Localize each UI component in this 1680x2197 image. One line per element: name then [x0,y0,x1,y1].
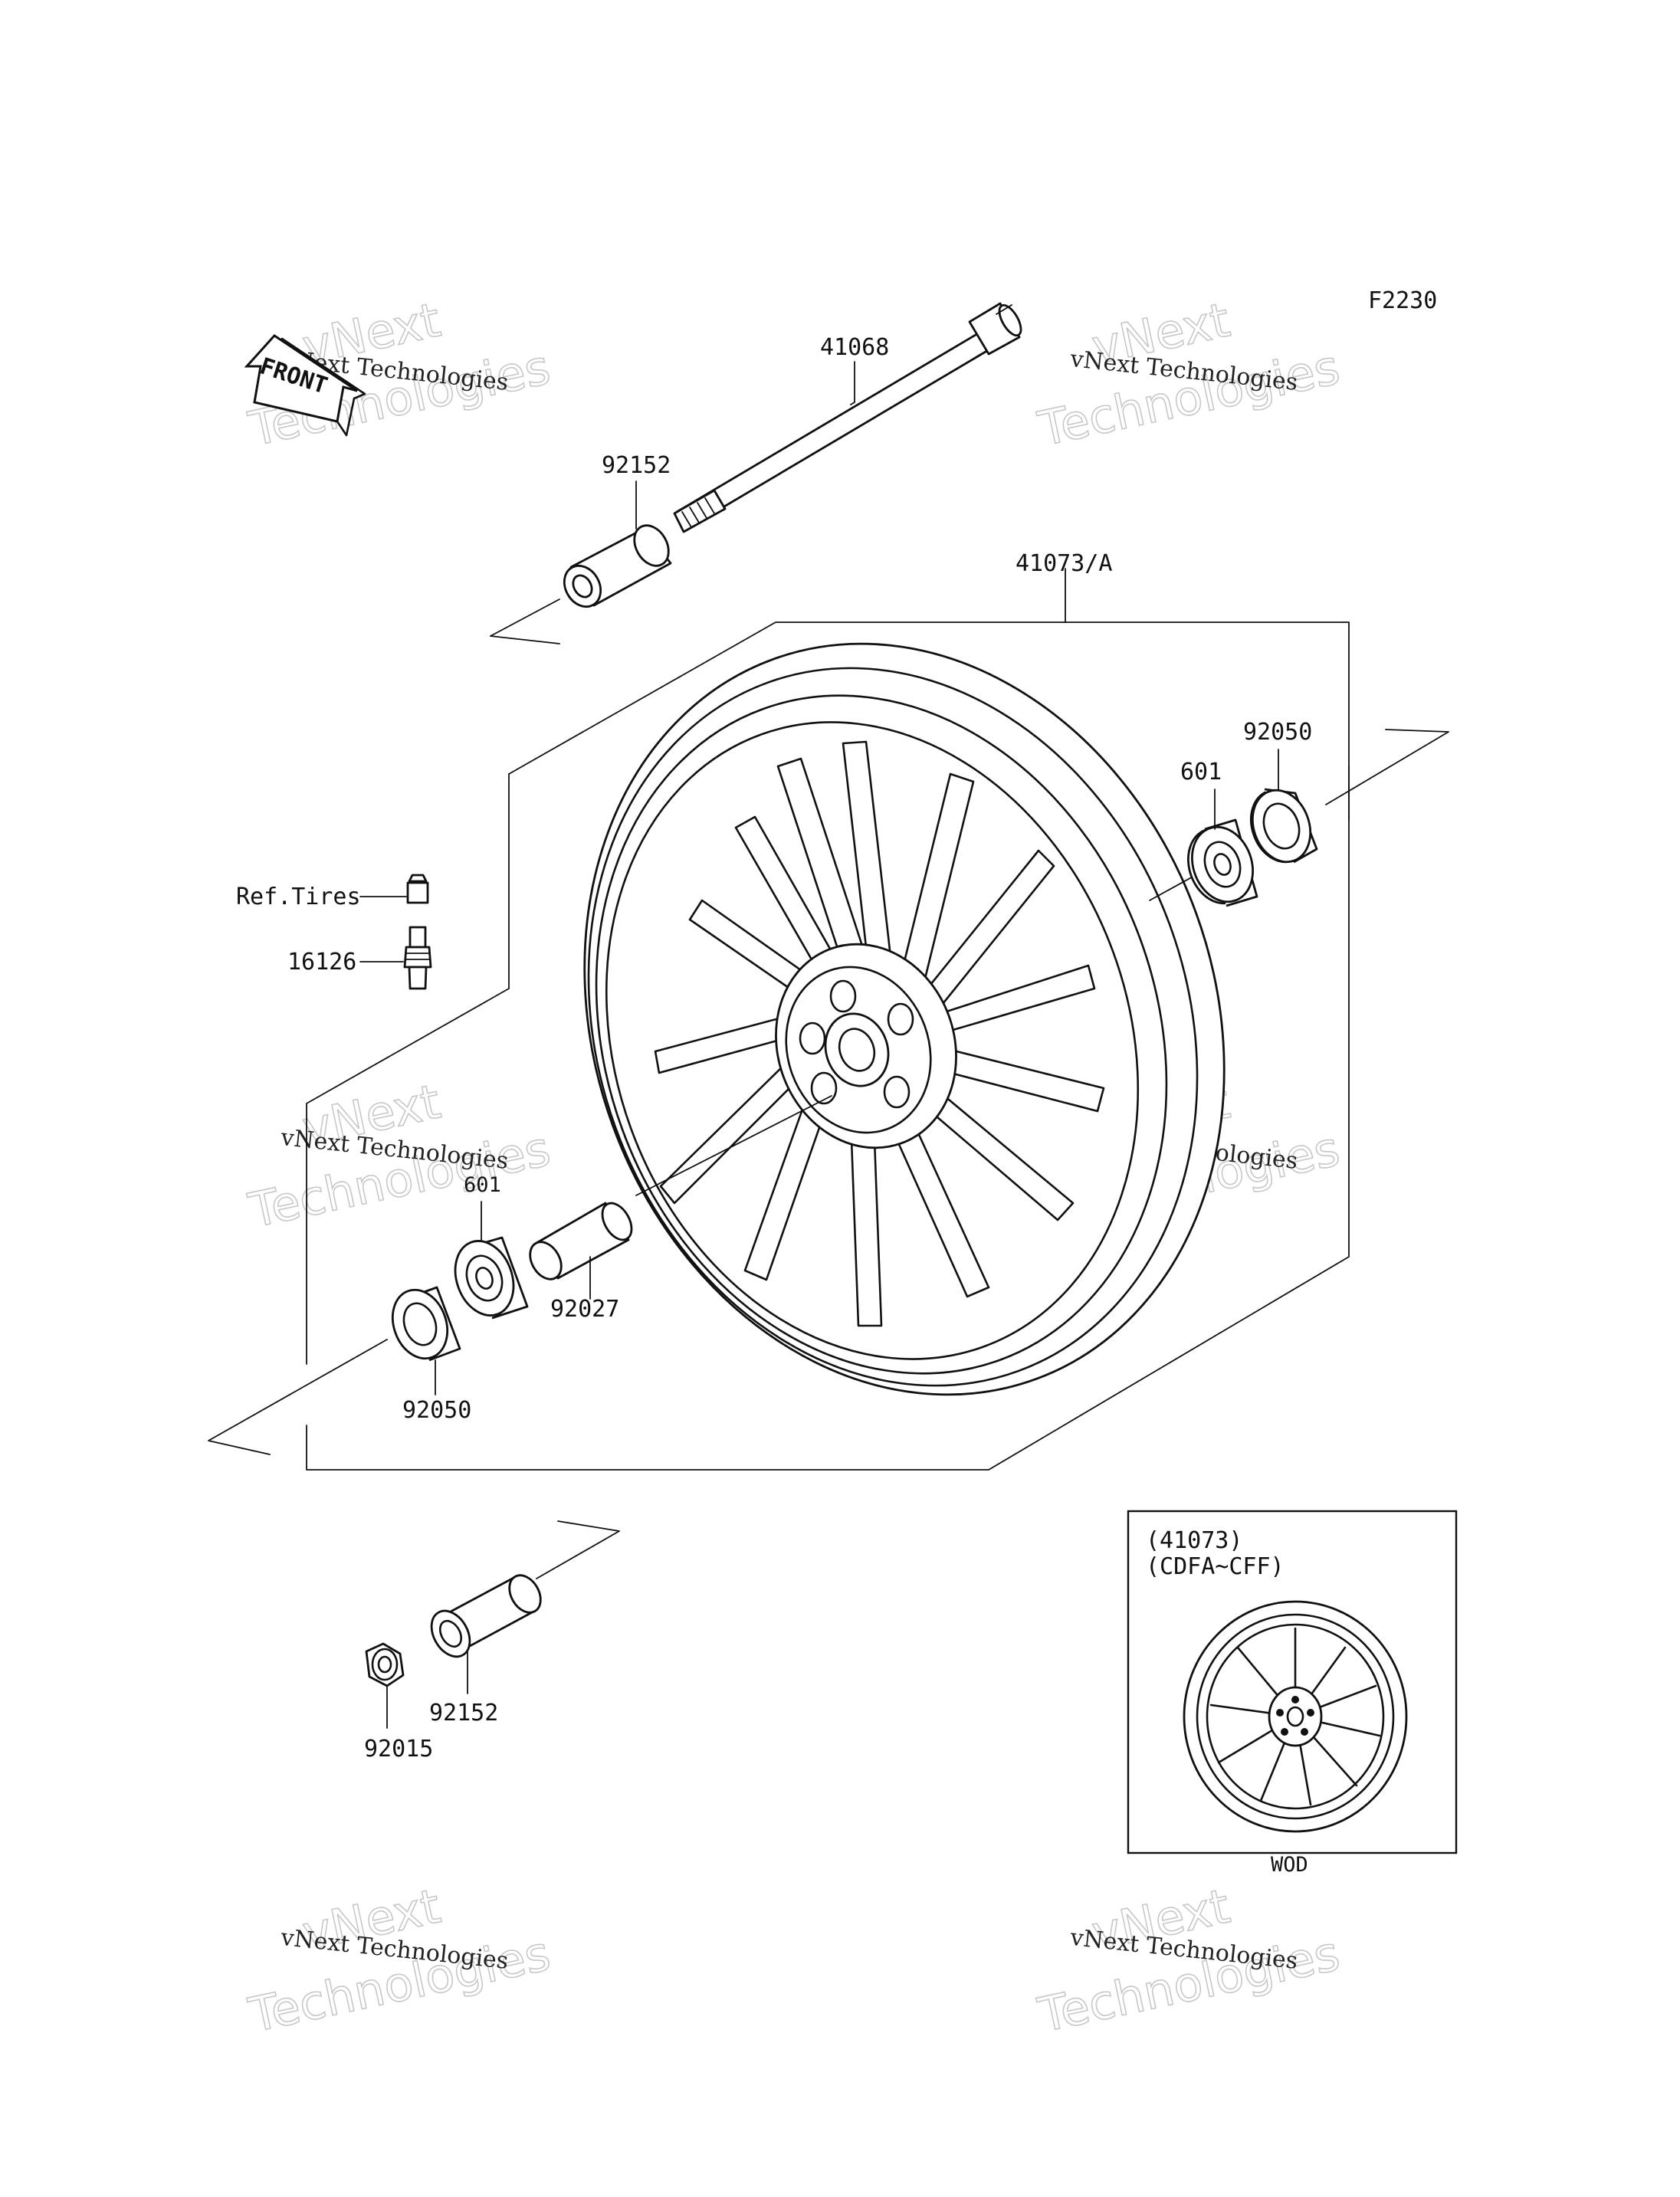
inset-wheel-variant: (41073) (CDFA~CFF) [1127,1510,1458,1877]
collar-top-92152 [563,524,672,608]
bearing-left-601 [454,1236,529,1320]
wheel-spokes [654,740,1105,1327]
label-oil-seal-right: 92050 [1243,719,1312,746]
diagram-code: F2230 [1368,287,1437,314]
wheel-assembly-bracket [306,568,1350,1471]
oil-seal-right-92050 [1249,788,1318,864]
nut-92015 [365,1642,405,1687]
collar-bottom-92152 [430,1574,542,1658]
label-collar-top: 92152 [602,452,671,479]
label-collar-bottom: 92152 [429,1700,498,1726]
valve-16126 [403,926,432,990]
label-spacer: 92027 [550,1296,619,1323]
label-bearing-left: 601 [464,1173,501,1197]
inset-wheel-icon [1183,1600,1408,1833]
axle-41068 [673,302,1022,533]
bearing-right-601 [1187,818,1258,907]
axle-thread [673,489,727,533]
label-wheel: 41073/A [1016,550,1112,577]
spacer-92027 [529,1202,633,1280]
label-valve: 16126 [287,949,356,976]
valve-cap-icon [406,874,429,904]
wheel-41073 [583,642,1226,1396]
label-bearing-right: 601 [1180,759,1222,785]
inset-caption: WOD [1271,1853,1308,1877]
oil-seal-left-92050 [391,1286,461,1362]
label-nut: 92015 [364,1736,433,1763]
label-oil-seal-left: 92050 [402,1397,471,1424]
inset-part-number: (41073) [1146,1527,1242,1554]
label-ref-tires: Ref.Tires [236,884,361,910]
inset-range: (CDFA~CFF) [1146,1553,1285,1580]
label-axle: 41068 [820,334,889,361]
